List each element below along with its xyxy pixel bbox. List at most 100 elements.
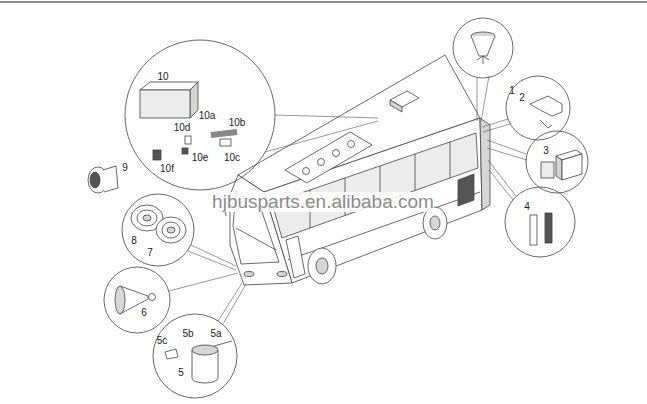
callout-number: 10f xyxy=(160,163,174,174)
circle-outline xyxy=(103,266,171,334)
clip xyxy=(165,349,178,359)
wheel-hub xyxy=(316,258,328,274)
callout-number: 7 xyxy=(147,247,153,258)
callout-number: 5b xyxy=(182,328,193,339)
circle-outline xyxy=(152,313,238,399)
callout-number: 6 xyxy=(141,307,147,318)
callout-circle: 5c5b5a5 xyxy=(153,314,237,398)
side-windows xyxy=(272,133,478,238)
leader-line xyxy=(188,251,236,270)
circle-outline xyxy=(505,187,575,257)
headlight xyxy=(244,272,254,277)
callout-number: 10a xyxy=(199,110,216,121)
leader-line xyxy=(489,170,513,200)
cylinder-part xyxy=(165,341,232,383)
ac-fan xyxy=(303,168,310,175)
leader-line xyxy=(223,284,246,324)
door xyxy=(286,236,305,278)
leader-line xyxy=(487,148,527,160)
circle-outline xyxy=(526,131,588,193)
headlight xyxy=(277,272,287,277)
ac-fan xyxy=(318,159,325,166)
leader-lines xyxy=(169,76,527,324)
bracket-part xyxy=(530,96,562,128)
leader-line xyxy=(477,77,478,121)
window-divider xyxy=(415,154,416,191)
bus-body xyxy=(224,55,490,285)
box-side xyxy=(190,82,198,118)
rear-grille xyxy=(458,174,474,206)
leader-line xyxy=(218,283,242,321)
leader-line xyxy=(191,245,236,266)
leader-line xyxy=(481,76,489,122)
wheel-hub xyxy=(430,216,440,230)
callout-number: 9 xyxy=(122,162,128,173)
bus-rear xyxy=(480,118,490,210)
callout-circle: 4 xyxy=(505,187,575,257)
switch-face xyxy=(90,172,100,188)
roof-hatch-side xyxy=(390,100,402,112)
callout-circle: 1 xyxy=(453,18,513,78)
speaker-ring xyxy=(162,222,180,238)
box-side xyxy=(556,156,562,180)
leader-line xyxy=(487,140,526,154)
horn-bell xyxy=(115,286,125,314)
switch-part xyxy=(88,166,118,193)
relay-part xyxy=(530,213,552,245)
bracket-clip xyxy=(540,120,552,128)
front-wheel xyxy=(308,248,336,284)
circle-outline xyxy=(504,186,576,258)
ac-fan xyxy=(333,150,340,157)
leader-line xyxy=(265,121,378,152)
callout-number: 5c xyxy=(157,335,168,346)
circle-outline xyxy=(122,194,194,266)
callout-number: 10b xyxy=(229,117,246,128)
roof-ac-unit xyxy=(285,132,372,183)
callout-number: 8 xyxy=(131,235,137,246)
callout-number: 10d xyxy=(174,122,191,133)
cylinder-top xyxy=(192,345,218,355)
small-part xyxy=(185,136,191,144)
watermark: hjbusparts.en.alibaba.com xyxy=(212,192,434,213)
small-part xyxy=(153,150,161,160)
switch-barrel xyxy=(103,166,118,192)
rod xyxy=(214,341,232,346)
circle-outline xyxy=(452,17,514,79)
horn-bracket xyxy=(477,56,489,64)
circle-outline xyxy=(153,314,237,398)
small-part xyxy=(182,148,188,154)
leader-line xyxy=(483,124,510,132)
bracket xyxy=(530,96,562,116)
top-rule xyxy=(0,2,647,3)
callout-number: 1 xyxy=(509,85,515,96)
window-divider xyxy=(450,142,451,178)
relay-piece xyxy=(530,215,537,245)
callout-circle: 87 xyxy=(122,194,194,266)
horn-cone xyxy=(471,36,495,56)
callout-number: 4 xyxy=(524,201,530,212)
speaker-part xyxy=(131,205,186,243)
horn-valve xyxy=(149,294,156,301)
leader-line xyxy=(169,273,238,291)
callout-circle: 10 10a 10d 10b 10c 10e 10f xyxy=(125,40,275,190)
circle-outline xyxy=(125,40,275,190)
circle-outline xyxy=(525,130,589,194)
circle-outline xyxy=(453,18,513,78)
callout-number: 10c xyxy=(224,152,240,163)
callout-number: 10 xyxy=(157,71,168,82)
callout-circle: 6 xyxy=(104,267,170,333)
controller-part xyxy=(140,82,237,160)
circle-outline xyxy=(121,193,195,267)
callout-circle: 2 xyxy=(506,76,570,140)
circle-outline xyxy=(104,267,170,333)
box-front xyxy=(140,90,190,118)
speaker xyxy=(156,217,186,243)
speaker-center xyxy=(143,215,151,221)
callout-number: 5a xyxy=(210,328,221,339)
leader-line xyxy=(275,115,378,118)
leader-line xyxy=(488,160,516,196)
box-top xyxy=(140,82,198,90)
callout-number: 10e xyxy=(192,152,209,163)
callout-number: 2 xyxy=(519,92,525,103)
